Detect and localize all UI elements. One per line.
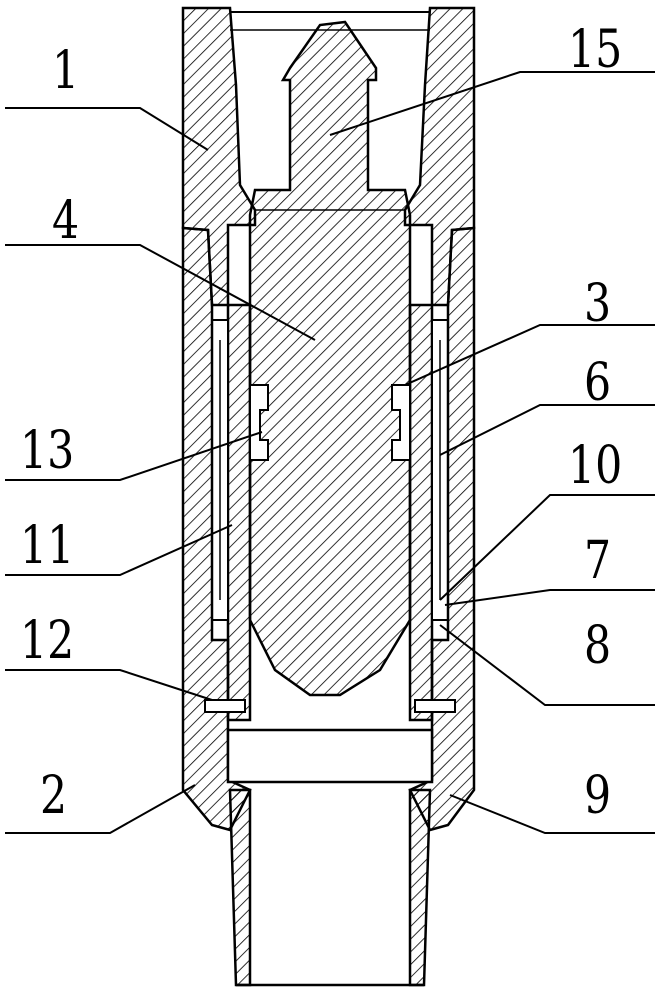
bottom-chamber (226, 728, 434, 784)
valve-core (248, 20, 412, 697)
label-10: 10 (568, 436, 623, 496)
label-8: 8 (584, 616, 612, 676)
label-6: 6 (584, 353, 612, 413)
label-13: 13 (20, 421, 75, 481)
label-11: 11 (20, 516, 75, 576)
inner-sleeve-left (226, 303, 252, 722)
bottom-nozzle-left (228, 788, 252, 987)
label-15: 15 (568, 20, 623, 80)
label-12: 12 (20, 611, 75, 671)
label-7: 7 (584, 531, 612, 591)
label-1: 1 (52, 41, 80, 101)
bottom-nozzle-right (408, 788, 432, 987)
label-3: 3 (584, 274, 612, 334)
left-pin (204, 699, 246, 713)
label-4: 4 (52, 191, 80, 251)
label-2: 2 (40, 766, 68, 826)
inner-sleeve-right (408, 303, 434, 722)
right-seal-slot (391, 384, 411, 461)
label-9: 9 (584, 766, 612, 826)
left-seal-slot (249, 384, 269, 461)
right-pin (414, 699, 456, 713)
leader-lines (5, 71, 655, 834)
